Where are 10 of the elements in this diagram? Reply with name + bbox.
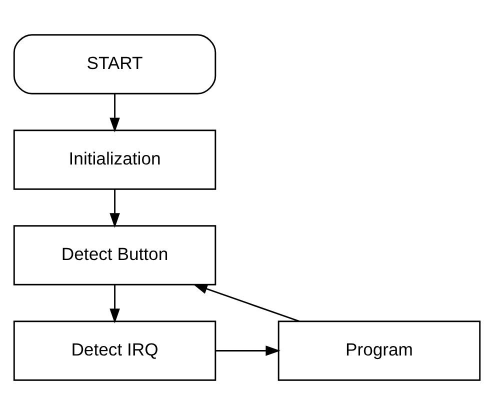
node-box: Detect IRQ bbox=[13, 320, 216, 380]
arrow bbox=[215, 345, 280, 356]
node-box: Initialization bbox=[13, 129, 216, 190]
node-box: START bbox=[13, 34, 216, 94]
arrow bbox=[110, 94, 120, 132]
node-box: Program bbox=[278, 320, 481, 380]
node-box: Detect Button bbox=[13, 224, 216, 285]
arrow bbox=[110, 284, 120, 323]
arrow bbox=[192, 284, 300, 322]
arrow bbox=[110, 189, 120, 228]
